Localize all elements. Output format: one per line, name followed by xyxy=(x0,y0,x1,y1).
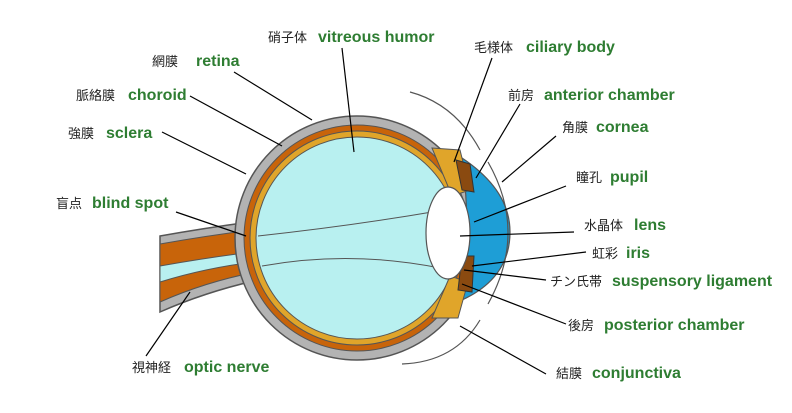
label-cornea-en: cornea xyxy=(596,119,649,136)
leader-choroid xyxy=(189,95,283,147)
label-pupil-ja: 瞳孔 xyxy=(576,170,602,185)
vitreous-contour xyxy=(257,211,433,237)
label-optic-nerve: 視神経 optic nerve xyxy=(132,359,269,376)
label-iris-en: iris xyxy=(626,245,650,262)
label-posterior-chamber-ja: 後房 xyxy=(568,318,594,333)
label-vitreous: 硝子体 vitreous humor xyxy=(268,29,434,46)
leader-ciliary-body xyxy=(453,57,493,163)
label-ciliary-body-en: ciliary body xyxy=(526,39,615,56)
leader-retina xyxy=(233,71,313,121)
label-ciliary-body: 毛様体 ciliary body xyxy=(474,39,615,56)
cornea-outer-arc xyxy=(487,161,509,305)
label-sclera-ja: 強膜 xyxy=(68,126,94,141)
leader-cornea xyxy=(501,135,557,183)
label-choroid-ja: 脈絡膜 xyxy=(76,88,115,103)
label-retina-en: retina xyxy=(196,53,240,70)
label-optic-nerve-en: optic nerve xyxy=(184,359,269,376)
leader-iris xyxy=(471,251,587,267)
label-conjunctiva-ja: 結膜 xyxy=(556,366,582,381)
label-posterior-chamber-en: posterior chamber xyxy=(604,317,744,334)
leader-blind-spot xyxy=(175,211,247,237)
label-anterior-chamber-ja: 前房 xyxy=(508,88,534,103)
iris-upper xyxy=(455,159,475,193)
label-lens: 水晶体 lens xyxy=(584,217,666,234)
label-optic-nerve-ja: 視神経 xyxy=(132,360,171,375)
label-conjunctiva: 結膜 conjunctiva xyxy=(556,365,681,382)
leader-optic-nerve xyxy=(145,291,191,357)
leader-pupil xyxy=(473,185,567,223)
label-blind-spot: 盲点 blind spot xyxy=(56,195,169,212)
label-sclera-en: sclera xyxy=(106,125,152,142)
label-blind-spot-en: blind spot xyxy=(92,195,169,212)
label-pupil-en: pupil xyxy=(610,169,648,186)
label-anterior-chamber: 前房 anterior chamber xyxy=(508,87,675,104)
label-blind-spot-ja: 盲点 xyxy=(56,196,82,211)
label-anterior-chamber-en: anterior chamber xyxy=(544,87,675,104)
label-suspensory-ligament-ja: チン氏帯 xyxy=(550,274,602,289)
label-sclera: 強膜 sclera xyxy=(68,125,152,142)
label-iris-ja: 虹彩 xyxy=(592,246,618,261)
label-conjunctiva-en: conjunctiva xyxy=(592,365,681,382)
leader-posterior-chamber xyxy=(461,283,567,325)
label-ciliary-body-ja: 毛様体 xyxy=(474,40,513,55)
conjunctiva-arc xyxy=(409,91,481,151)
label-vitreous-ja: 硝子体 xyxy=(268,30,307,45)
label-suspensory-ligament: チン氏帯 suspensory ligament xyxy=(550,273,773,290)
label-lens-en: lens xyxy=(634,217,666,234)
label-choroid: 脈絡膜 choroid xyxy=(76,87,187,104)
label-choroid-en: choroid xyxy=(128,87,187,104)
label-pupil: 瞳孔 pupil xyxy=(576,169,648,186)
label-vitreous-en: vitreous humor xyxy=(318,29,434,46)
leader-lens xyxy=(459,231,575,237)
leader-conjunctiva xyxy=(459,325,547,375)
leader-anterior-chamber xyxy=(475,103,521,179)
conjunctiva-arc xyxy=(401,319,481,365)
label-cornea-ja: 角膜 xyxy=(562,120,588,135)
vitreous-contour xyxy=(261,258,441,269)
label-posterior-chamber: 後房 posterior chamber xyxy=(568,317,744,334)
label-iris: 虹彩 iris xyxy=(592,245,650,262)
leader-sclera xyxy=(161,131,247,175)
label-retina: 網膜 retina xyxy=(152,53,240,70)
label-cornea: 角膜 cornea xyxy=(562,119,649,136)
label-suspensory-ligament-en: suspensory ligament xyxy=(612,273,773,290)
leader-suspensory xyxy=(463,269,547,281)
lens-shape xyxy=(425,186,471,280)
leader-vitreous xyxy=(341,47,355,153)
label-retina-ja: 網膜 xyxy=(152,54,178,69)
label-lens-ja: 水晶体 xyxy=(584,218,623,233)
